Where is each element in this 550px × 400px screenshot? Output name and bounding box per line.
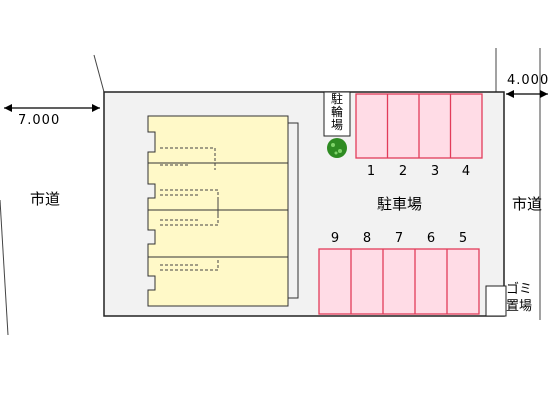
parking-row-top [355, 93, 483, 159]
parking-slot-number: 5 [458, 231, 468, 246]
bicycle-parking-label: 駐輪場 [330, 92, 343, 132]
parking-lot-label: 駐車場 [377, 195, 423, 213]
road-edge-line [93, 54, 105, 93]
right-road-label: 市道 [512, 195, 543, 213]
parking-slot-number: 8 [362, 231, 372, 246]
apartment-building [147, 115, 299, 307]
left-road-label: 市道 [30, 190, 61, 208]
road-edge-line [0, 199, 9, 336]
parking-slot-number: 7 [394, 231, 404, 246]
parking-slot-number: 4 [461, 164, 471, 179]
left-road-width-label: 7.000 [18, 113, 61, 128]
dimension-arrow-left [4, 104, 100, 112]
right-road-width-label: 4.000 [507, 73, 550, 88]
parking-slot-number: 1 [366, 164, 376, 179]
tree-icon [327, 138, 347, 158]
garbage-area-label-line2: 置場 [506, 299, 533, 314]
bicycle-parking-box [323, 91, 351, 137]
parking-slot-number: 2 [398, 164, 408, 179]
parking-slot-number: 6 [426, 231, 436, 246]
parking-slot-number: 9 [330, 231, 340, 246]
parking-row-bottom [318, 248, 480, 315]
dimension-arrow-right [506, 90, 548, 98]
parking-slot-number: 3 [430, 164, 440, 179]
garbage-area-label-line1: ゴミ [506, 282, 533, 297]
garbage-area-box [485, 285, 507, 317]
